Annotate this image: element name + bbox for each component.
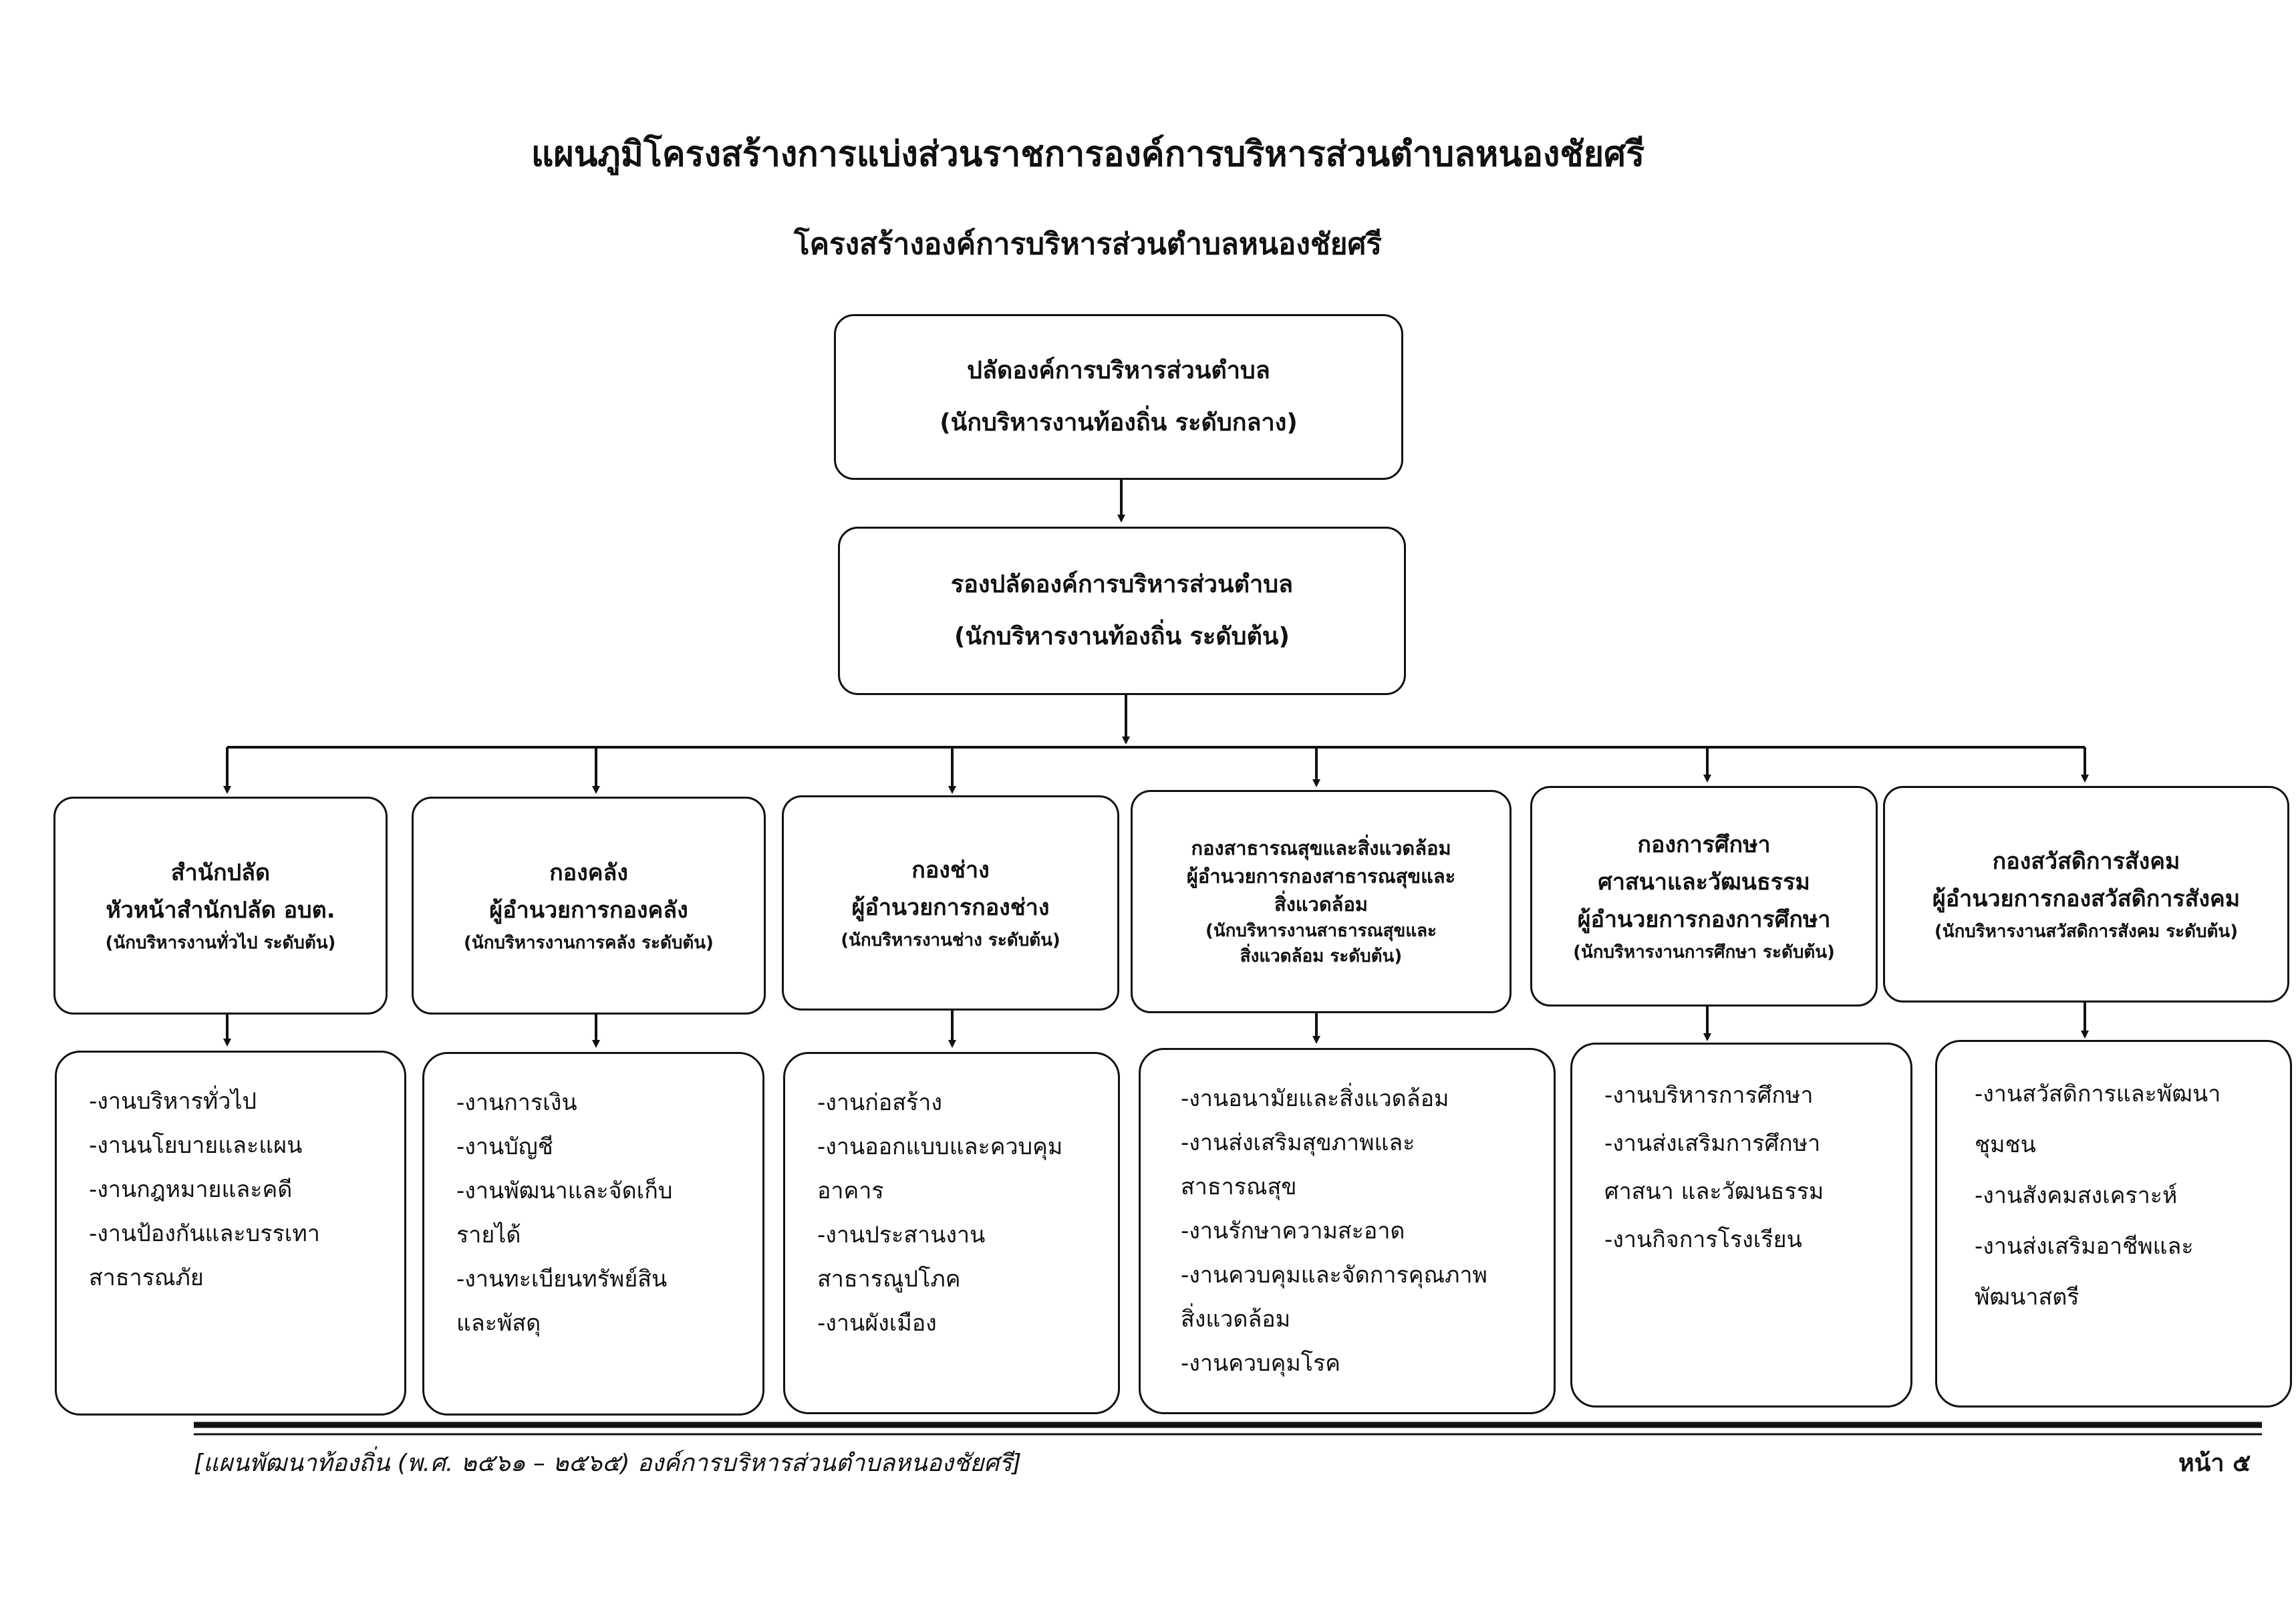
department-name: กองสวัสดิการสังคม — [1992, 848, 2180, 875]
task-item: สิ่งแวดล้อม — [1181, 1306, 1291, 1333]
department-name: สำนักปลัด — [170, 859, 271, 886]
footer-document-title: [แผนพัฒนาท้องถิ่น (พ.ศ. ๒๕๖๑ – ๒๕๖๕) องค… — [194, 1450, 1022, 1477]
department-level: (นักบริหารงานสวัสดิการสังคม ระดับต้น) — [1934, 922, 2239, 942]
tasks-box-finance: -งานการเงิน -งานบัญชี -งานพัฒนาและจัดเก็… — [422, 1052, 764, 1416]
task-item: -งานการเงิน — [456, 1089, 577, 1116]
task-item: -งานนโยบายและแผน — [89, 1132, 303, 1159]
department-head-cont: สิ่งแวดล้อม — [1274, 893, 1368, 916]
department-name: กองสาธารณสุขและสิ่งแวดล้อม — [1191, 837, 1451, 859]
department-head: ผู้อำนวยการกองช่าง — [851, 894, 1050, 921]
task-item: -งานออกแบบและควบคุม — [817, 1133, 1063, 1160]
department-name: กองคลัง — [549, 859, 628, 886]
department-level: (นักบริหารงานสาธารณสุขและ — [1205, 921, 1437, 941]
task-item: -งานบัญชี — [456, 1133, 553, 1160]
department-level: (นักบริหารงานการคลัง ระดับต้น) — [464, 933, 714, 953]
chief-administrator-box: ปลัดองค์การบริหารส่วนตำบล (นักบริหารงานท… — [834, 314, 1403, 480]
task-item: -งานบริหารการศึกษา — [1604, 1082, 1814, 1109]
task-item: -งานสวัสดิการและพัฒนา — [1975, 1081, 2221, 1107]
department-level: (นักบริหารงานทั่วไป ระดับต้น) — [105, 933, 336, 953]
department-box-office: สำนักปลัด หัวหน้าสำนักปลัด อบต. (นักบริห… — [53, 797, 388, 1015]
task-item: และพัสดุ — [456, 1310, 541, 1337]
department-level: (นักบริหารงานช่าง ระดับต้น) — [841, 930, 1060, 950]
department-name: กองช่าง — [911, 857, 990, 884]
task-item: ชุมชน — [1975, 1131, 2036, 1158]
task-item: สาธารณูปโภค — [817, 1266, 961, 1293]
department-head: หัวหน้าสำนักปลัด อบต. — [106, 897, 335, 924]
department-head: ผู้อำนวยการกองสวัสดิการสังคม — [1932, 886, 2241, 912]
page-number: หน้า ๕ — [2178, 1450, 2251, 1477]
chief-level: (นักบริหารงานท้องถิ่น ระดับกลาง) — [940, 409, 1298, 436]
task-item: สาธารณภัย — [89, 1264, 204, 1291]
tasks-box-office: -งานบริหารทั่วไป -งานนโยบายและแผน -งานกฎ… — [55, 1051, 406, 1416]
task-item: -งานผังเมือง — [817, 1310, 937, 1337]
task-item: -งานกฎหมายและคดี — [89, 1176, 293, 1203]
department-box-public-health: กองสาธารณสุขและสิ่งแวดล้อม ผู้อำนวยการกอ… — [1131, 790, 1512, 1013]
task-item: -งานพัฒนาและจัดเก็บ — [456, 1178, 673, 1204]
task-item: -งานสังคมสงเคราะห์ — [1975, 1182, 2178, 1209]
task-item: -งานอนามัยและสิ่งแวดล้อม — [1181, 1085, 1449, 1112]
tasks-box-education: -งานบริหารการศึกษา -งานส่งเสริมการศึกษา … — [1570, 1043, 1912, 1408]
task-item: -งานส่งเสริมอาชีพและ — [1975, 1233, 2194, 1260]
task-item: -งานควบคุมโรค — [1181, 1350, 1341, 1377]
tasks-box-social-welfare: -งานสวัสดิการและพัฒนา ชุมชน -งานสังคมสงเ… — [1935, 1040, 2292, 1408]
chief-title: ปลัดองค์การบริหารส่วนตำบล — [967, 357, 1270, 384]
department-name-cont: ศาสนาและวัฒนธรรม — [1598, 869, 1810, 896]
department-head: ผู้อำนวยการกองสาธารณสุขและ — [1186, 865, 1456, 888]
department-head: ผู้อำนวยการกองคลัง — [489, 897, 688, 924]
page-subtitle: โครงสร้างองค์การบริหารส่วนตำบลหนองชัยศรี — [793, 227, 1383, 261]
task-item: -งานป้องกันและบรรเทา — [89, 1220, 320, 1247]
task-item: -งานบริหารทั่วไป — [89, 1088, 257, 1115]
task-item: -งานประสานงาน — [817, 1222, 986, 1248]
page-title: แผนภูมิโครงสร้างการแบ่งส่วนราชการองค์การ… — [531, 134, 1645, 174]
task-item: อาคาร — [817, 1178, 884, 1204]
tasks-box-public-health: -งานอนามัยและสิ่งแวดล้อม -งานส่งเสริมสุข… — [1139, 1048, 1556, 1414]
department-box-social-welfare: กองสวัสดิการสังคม ผู้อำนวยการกองสวัสดิกา… — [1883, 786, 2289, 1002]
task-item: -งานส่งเสริมสุขภาพและ — [1181, 1129, 1415, 1156]
task-item: -งานกิจการโรงเรียน — [1604, 1226, 1802, 1253]
department-box-finance: กองคลัง ผู้อำนวยการกองคลัง (นักบริหารงาน… — [412, 797, 766, 1015]
department-level: (นักบริหารงานการศึกษา ระดับต้น) — [1573, 942, 1835, 962]
deputy-level: (นักบริหารงานท้องถิ่น ระดับต้น) — [954, 623, 1290, 650]
tasks-box-engineering: -งานก่อสร้าง -งานออกแบบและควบคุม อาคาร -… — [783, 1052, 1120, 1414]
deputy-administrator-box: รองปลัดองค์การบริหารส่วนตำบล (นักบริหารง… — [838, 527, 1406, 695]
task-item: สาธารณสุข — [1181, 1174, 1297, 1200]
department-name: กองการศึกษา — [1637, 831, 1771, 858]
task-item: -งานก่อสร้าง — [817, 1089, 942, 1116]
department-box-education: กองการศึกษา ศาสนาและวัฒนธรรม ผู้อำนวยการ… — [1530, 786, 1878, 1007]
task-item: ศาสนา และวัฒนธรรม — [1604, 1178, 1824, 1205]
task-item: -งานทะเบียนทรัพย์สิน — [456, 1266, 668, 1293]
department-box-engineering: กองช่าง ผู้อำนวยการกองช่าง (นักบริหารงาน… — [782, 795, 1119, 1011]
task-item: -งานส่งเสริมการศึกษา — [1604, 1130, 1821, 1157]
deputy-title: รองปลัดองค์การบริหารส่วนตำบล — [950, 571, 1294, 598]
task-item: -งานควบคุมและจัดการคุณภาพ — [1181, 1262, 1487, 1289]
department-head: ผู้อำนวยการกองการศึกษา — [1577, 906, 1831, 933]
department-level-cont: สิ่งแวดล้อม ระดับต้น) — [1240, 946, 1403, 966]
task-item: -งานรักษาความสะอาด — [1181, 1218, 1405, 1244]
task-item: พัฒนาสตรี — [1975, 1284, 2079, 1311]
task-item: รายได้ — [456, 1222, 521, 1248]
